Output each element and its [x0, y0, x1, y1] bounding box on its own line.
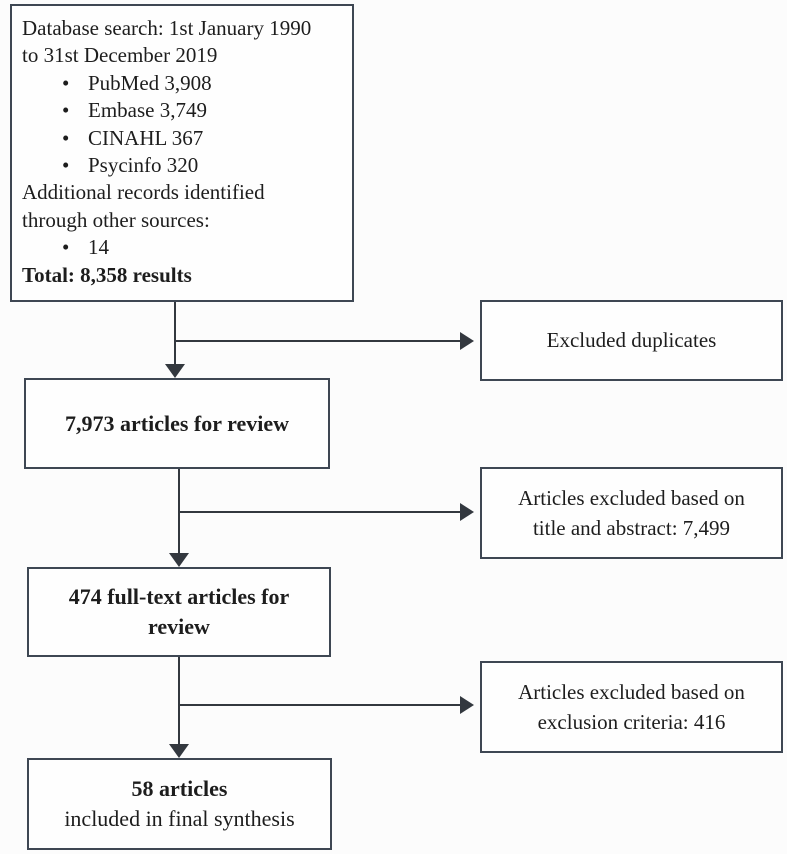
arrowhead-right-icon	[460, 332, 474, 350]
text-line: 7,973 articles for review	[65, 410, 289, 436]
arrowhead-down-icon	[169, 553, 189, 567]
excluded-criteria-box: Articles excluded based on exclusion crit…	[480, 661, 783, 753]
text-line: Additional records identified	[22, 180, 265, 205]
text-line: exclusion criteria: 416	[537, 710, 726, 734]
arrowhead-down-icon	[169, 744, 189, 758]
text-line: Total: 8,358 results	[22, 262, 192, 287]
bullet-icon: •	[62, 70, 70, 95]
bullet-item-label: CINAHL 367	[88, 125, 204, 150]
final-synthesis-box: 58 articles included in final synthesis	[27, 758, 332, 850]
text-line: through other sources:	[22, 207, 210, 232]
text-line: • Psycinfo 320	[22, 152, 344, 179]
fulltext-articles-box: 474 full-text articles for review	[27, 567, 331, 657]
text-line: 474 full-text articles for	[68, 584, 290, 609]
text-line: • PubMed 3,908	[22, 70, 344, 97]
text-line: • Embase 3,749	[22, 97, 344, 124]
excluded-title-abstract-box: Articles excluded based on title and abst…	[480, 467, 783, 559]
text-line: title and abstract: 7,499	[532, 516, 731, 540]
text-line: to 31st December 2019	[22, 43, 218, 68]
bullet-item-label: Psycinfo 320	[88, 153, 199, 178]
arrow-fulltext-to-final-line	[178, 657, 180, 746]
text-line: review	[148, 614, 210, 639]
arrowhead-down-icon	[165, 364, 185, 378]
branch-to-excluded-criteria-line	[178, 704, 462, 706]
bullet-icon: •	[62, 98, 70, 123]
bullet-icon: •	[62, 153, 70, 178]
text-line: Articles excluded based on	[518, 486, 745, 510]
branch-to-excluded-duplicates-line	[174, 340, 462, 342]
bullet-item-label: PubMed 3,908	[88, 70, 212, 95]
articles-for-review-box: 7,973 articles for review	[24, 378, 330, 469]
text-line: Excluded duplicates	[546, 327, 717, 352]
text-line: included in final synthesis	[64, 806, 295, 831]
text-line: 58 articles	[131, 776, 228, 801]
text-line: Database search: 1st January 1990	[22, 16, 312, 40]
database-search-box: Database search: 1st January 1990 to 31st…	[10, 4, 354, 302]
branch-to-excluded-title-abstract-line	[178, 511, 462, 513]
text-line: Articles excluded based on	[518, 680, 745, 704]
text-line: • CINAHL 367	[22, 125, 344, 152]
arrowhead-right-icon	[460, 503, 474, 521]
arrowhead-right-icon	[460, 696, 474, 714]
bullet-item-label: 14	[88, 235, 109, 260]
bullet-icon: •	[62, 125, 70, 150]
text-line: • 14	[22, 234, 344, 261]
bullet-icon: •	[62, 235, 70, 260]
arrow-search-to-review-line	[174, 302, 176, 366]
excluded-duplicates-box: Excluded duplicates	[480, 300, 783, 381]
bullet-item-label: Embase 3,749	[88, 98, 207, 123]
